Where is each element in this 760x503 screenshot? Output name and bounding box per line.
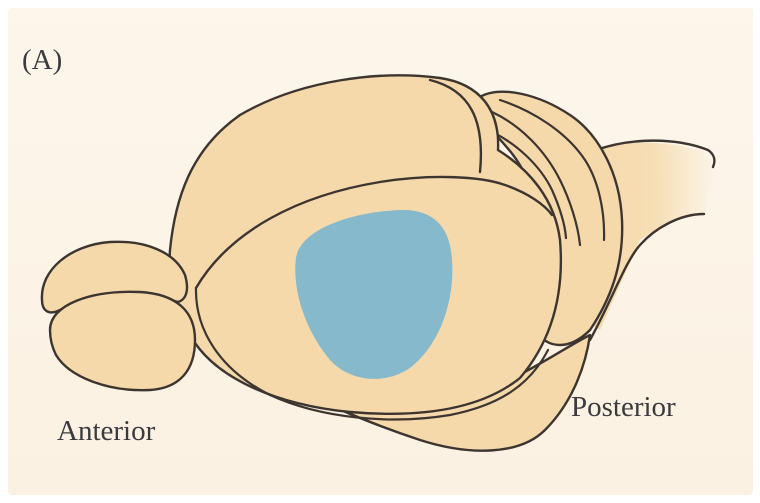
anterior-label: Anterior [57,417,155,446]
posterior-label: Posterior [571,393,676,422]
panel-label: (A) [22,46,62,75]
